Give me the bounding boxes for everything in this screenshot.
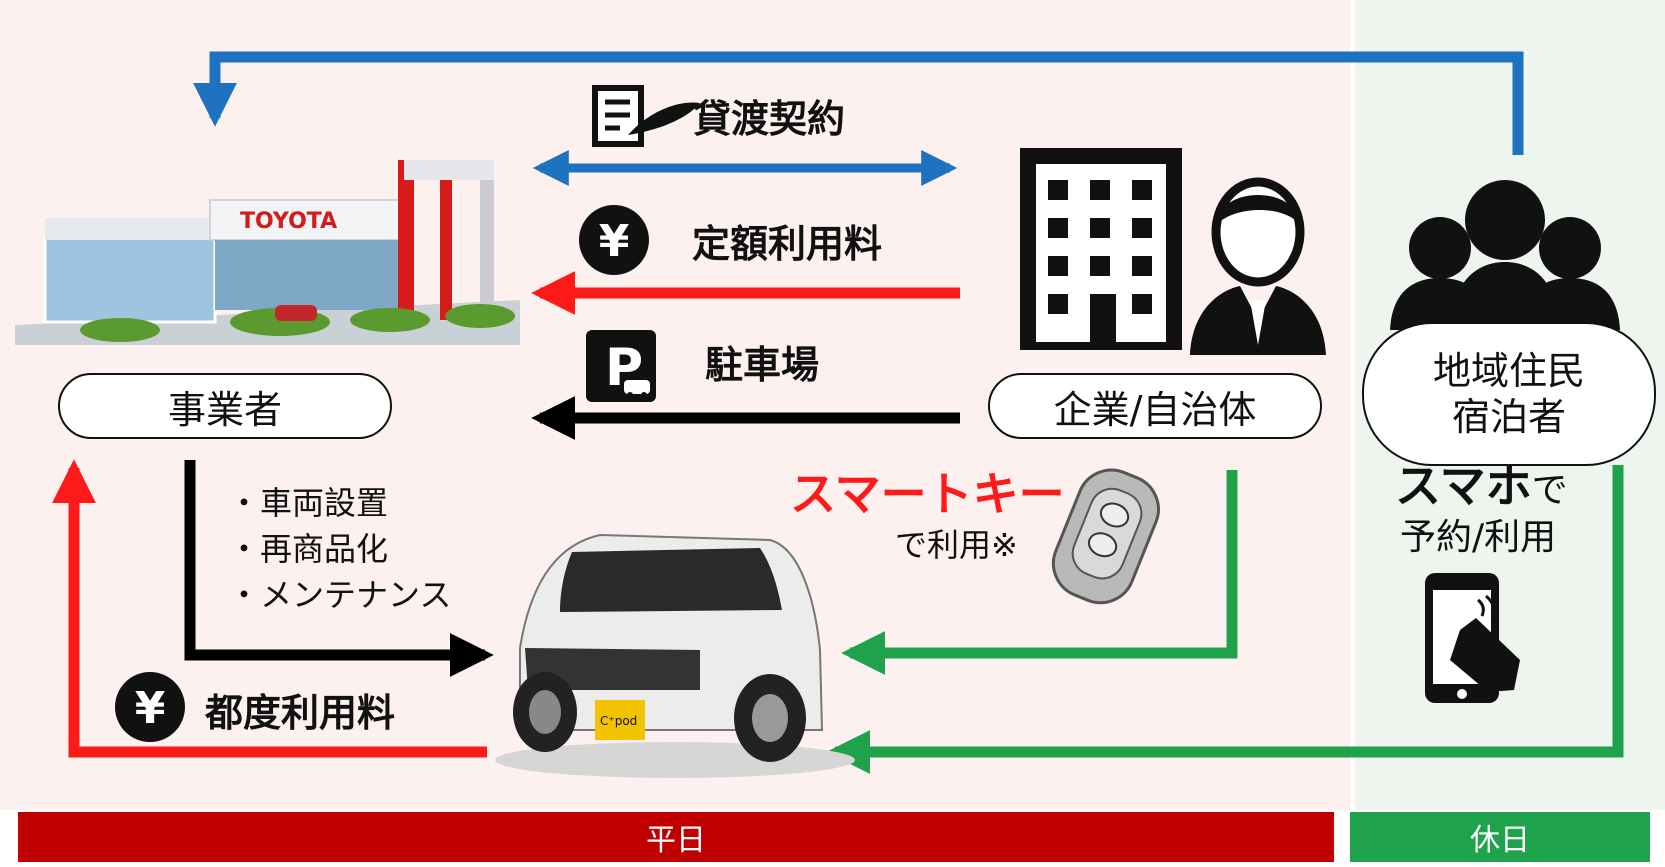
residents-line2: 宿泊者 <box>1451 395 1566 439</box>
people-group-icon <box>1390 180 1620 330</box>
svg-text:C⁺pod: C⁺pod <box>600 714 637 728</box>
yen-coin-icon: ¥ <box>115 672 185 742</box>
label-smartkey: スマートキー <box>790 467 1065 521</box>
residents-line1: 地域住民 <box>1432 349 1585 393</box>
businessman-icon <box>1190 177 1326 355</box>
yen-coin-icon: ¥ <box>579 205 649 275</box>
label-contract: 貸渡契約 <box>693 97 846 141</box>
service-item: ・車両設置 <box>228 484 389 522</box>
weekday-bar: 平日 <box>18 812 1334 862</box>
label-fixed-fee: 定額利用料 <box>692 222 883 266</box>
arrow-per-use-fee <box>52 459 487 758</box>
arrow-residents-to-car <box>826 465 1624 774</box>
operator-label: 事業者 <box>167 387 282 432</box>
holiday-bar: 休日 <box>1350 812 1650 862</box>
node-company: 企業/自治体 <box>988 373 1322 439</box>
svg-text:¥: ¥ <box>135 683 166 734</box>
node-residents: 地域住民 宿泊者 <box>1362 322 1656 466</box>
service-item: ・メンテナンス <box>228 576 452 614</box>
label-per-use-fee: 都度利用料 <box>205 691 396 735</box>
label-smartphone: スマホで <box>1395 450 1568 516</box>
label-parking: 駐車場 <box>705 343 820 387</box>
smartphone-de: で <box>1531 470 1568 511</box>
weekday-label: 平日 <box>646 823 706 858</box>
company-label: 企業/自治体 <box>1053 387 1257 432</box>
label-smartkey-use: で利用※ <box>895 526 1018 564</box>
parking-icon: P <box>586 330 656 402</box>
svg-text:TOYOTA: TOYOTA <box>240 209 337 234</box>
service-list: ・車両設置 ・再商品化 ・メンテナンス <box>228 480 451 618</box>
svg-text:¥: ¥ <box>599 216 630 267</box>
arrow-residents-to-operator <box>193 51 1524 155</box>
office-building-icon <box>1020 148 1182 350</box>
label-smartphone-use: 予約/利用 <box>1400 517 1557 558</box>
node-operator: 事業者 <box>58 373 392 439</box>
holiday-label: 休日 <box>1470 823 1530 858</box>
arrow-operator-to-car <box>184 460 494 677</box>
arrow-company-to-car <box>841 470 1238 675</box>
smartphone-bold: スマホ <box>1395 459 1532 513</box>
cpod-car-image: C⁺pod <box>495 533 855 778</box>
service-item: ・再商品化 <box>228 530 389 568</box>
document-quill-icon <box>592 85 700 147</box>
smart-key-icon <box>1051 468 1160 605</box>
toyota-dealership-image: TOYOTA <box>15 160 520 345</box>
smartphone-touch-icon <box>1425 573 1520 703</box>
